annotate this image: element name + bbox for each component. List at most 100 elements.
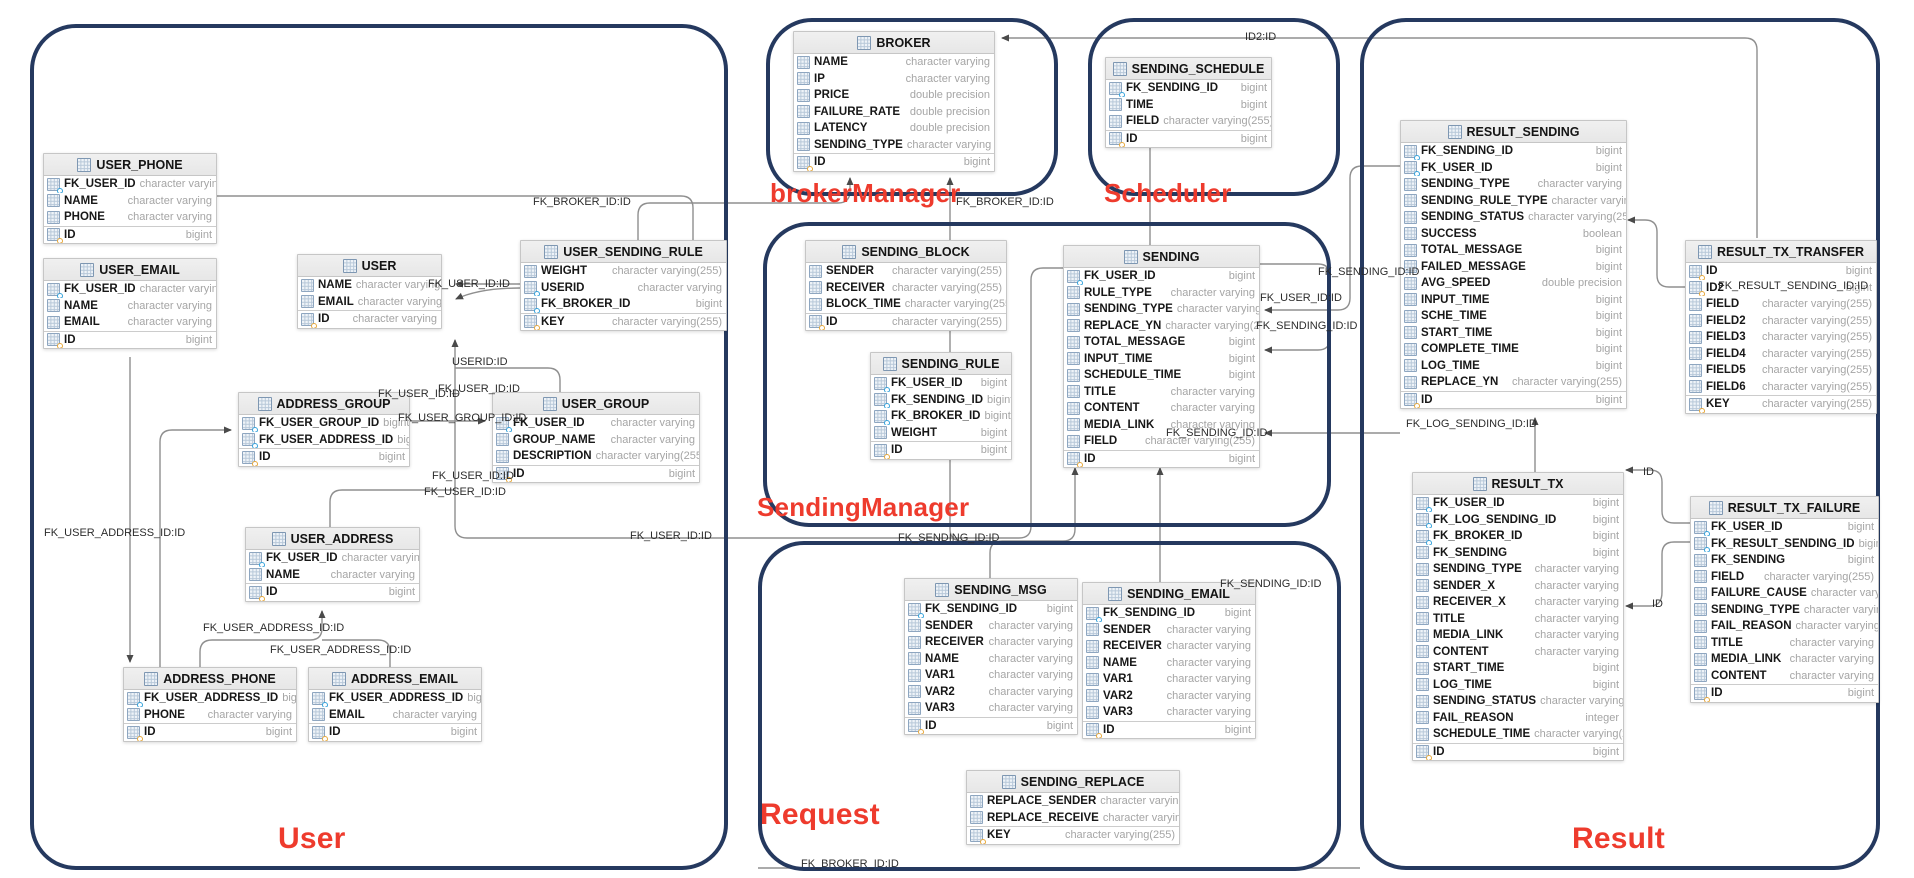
column-type: bigint [1046,719,1073,732]
column-name: FK_USER_ADDRESS_ID [329,692,464,705]
primary-key-icon [312,725,328,741]
foreign-key-icon [1086,606,1102,622]
column-type: bigint [1224,607,1251,620]
column-type: bigint [1847,554,1874,567]
column-icon [809,281,822,295]
column-name: FIELD [1126,115,1160,128]
table-title: RESULT_TX_FAILURE [1727,500,1861,515]
column-icon [809,297,822,311]
blue-key-badge [884,419,890,425]
column-icon [1086,623,1099,637]
foreign-key-icon [1416,513,1432,528]
table-icon [144,671,159,686]
column-icon [1689,363,1702,377]
edge-label: FK_SENDING_ID:ID [1256,320,1358,332]
column-type: character varying(255) [1102,811,1179,824]
table-header-user_group: USER_GROUP [493,393,699,415]
column-name: FK_BROKER_ID [1433,530,1523,543]
column-name: ID [925,719,937,732]
edge-label: FK_SENDING_ID:ID [1166,427,1268,439]
table-address_phone[interactable]: ADDRESS_PHONEFK_USER_ADDRESS_IDbigintPHO… [123,667,297,742]
column-name: KEY [1706,398,1730,411]
table-address_email[interactable]: ADDRESS_EMAILFK_USER_ADDRESS_IDbigintEMA… [308,667,482,742]
column-type: character varying [357,295,441,308]
column-type: bigint [1595,161,1622,174]
primary-key-icon [1694,686,1710,702]
column-icon [1694,636,1707,650]
column-type: bigint [1847,687,1874,700]
blue-key-badge [259,561,265,567]
column-type: character varying [352,313,437,326]
column-icon [1694,603,1707,617]
column-icon [1694,669,1707,683]
gold-key-badge [1699,407,1705,413]
column-name: SENDING_TYPE [1711,603,1800,616]
column-icon [1404,177,1417,191]
column-name: FK_SENDING_ID [1103,607,1196,620]
column-name: VAR1 [1103,673,1133,686]
column-name: SUCCESS [1421,227,1477,240]
primary-key-icon [970,828,986,844]
column-icon [1416,645,1429,659]
column-name: VAR1 [925,669,955,682]
column-name: ID [64,333,76,346]
column-type: bigint [987,393,1011,406]
foreign-key-icon [242,433,258,448]
column-type: bigint [1845,265,1872,278]
column-type: character varying [330,568,415,581]
column-name: ID [1433,745,1445,758]
primary-key-icon [47,333,63,348]
column-name: CONTENT [1084,402,1140,415]
column-type: character varying(255) [1534,728,1623,741]
column-type: character varying [1170,402,1255,415]
column-name: NAME [64,194,98,207]
column-type: character varying(255) [1761,347,1872,360]
foreign-key-icon [874,393,890,408]
column-type: character varying [1166,673,1251,686]
column-name: SENDING_STATUS [1433,695,1537,708]
column-name: VAR3 [1103,706,1133,719]
column-name: RECEIVER [826,281,885,294]
column-type: character varying [1810,587,1878,600]
column-icon [1694,553,1707,567]
table-header-address_phone: ADDRESS_PHONE [124,668,296,690]
column-icon [1067,335,1080,349]
